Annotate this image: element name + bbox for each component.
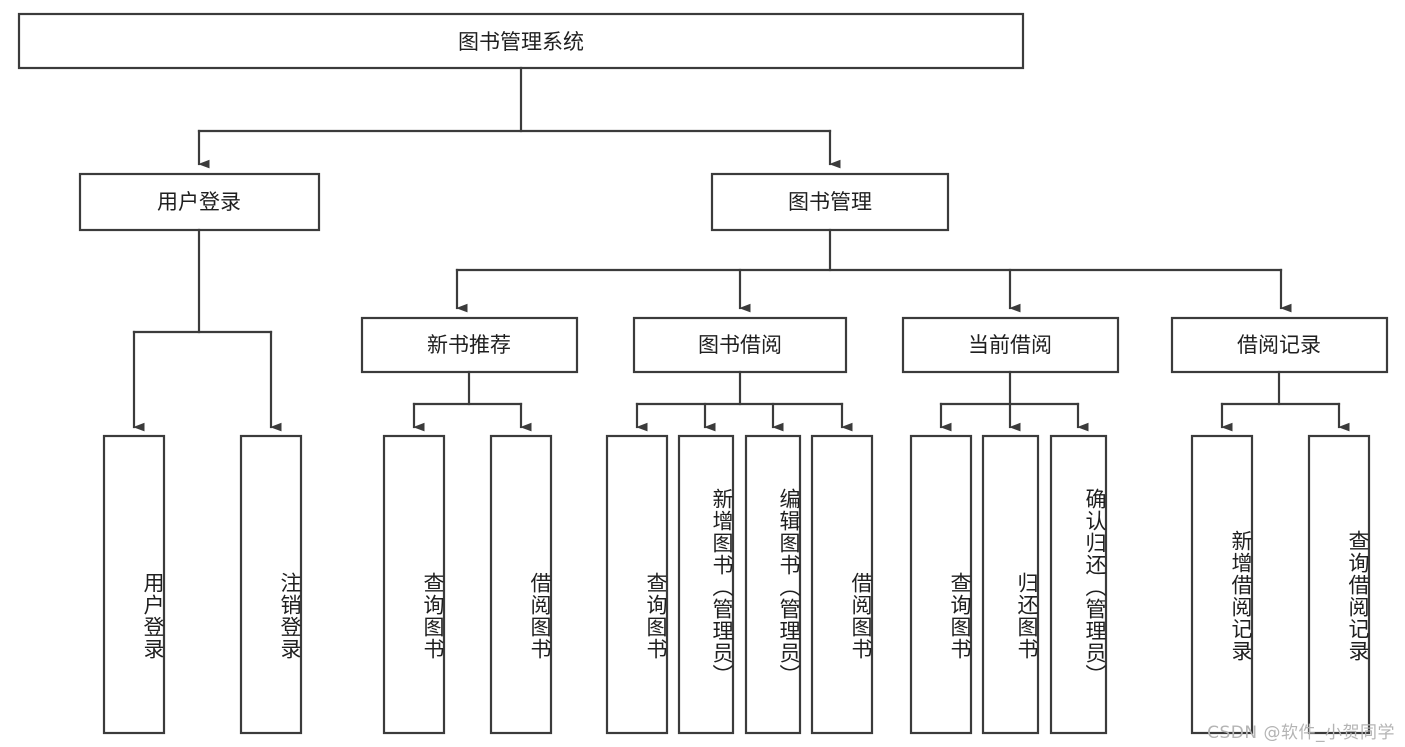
- node-book-management-box[interactable]: [710, 172, 950, 232]
- node-book-management-label: 图书管理: [788, 190, 872, 214]
- leaf-box-user-login[interactable]: [102, 434, 166, 735]
- node-current-borrow-label: 当前借阅: [968, 333, 1052, 357]
- node-borrow-record-label: 借阅记录: [1237, 333, 1321, 357]
- leaf-box-query-record[interactable]: [1307, 434, 1371, 735]
- node-root-box[interactable]: [17, 12, 1025, 70]
- leaf-box-return-book[interactable]: [981, 434, 1040, 735]
- leaf-box-borrow-book-1[interactable]: [489, 434, 553, 735]
- leaf-box-edit-book[interactable]: [744, 434, 802, 735]
- leaf-box-logout-login[interactable]: [239, 434, 303, 735]
- csdn-watermark: CSDN @软件_小贺同学: [1207, 723, 1395, 743]
- node-current-borrow-box[interactable]: [901, 316, 1120, 374]
- leaf-box-confirm-return[interactable]: [1049, 434, 1108, 735]
- node-borrow-record-box[interactable]: [1170, 316, 1389, 374]
- leaf-box-query-book-2[interactable]: [605, 434, 669, 735]
- node-book-borrow-box[interactable]: [632, 316, 848, 374]
- leaf-box-query-book-1[interactable]: [382, 434, 446, 735]
- leaf-box-query-book-3[interactable]: [909, 434, 973, 735]
- node-user-login-label: 用户登录: [157, 190, 241, 214]
- leaf-box-add-record[interactable]: [1190, 434, 1254, 735]
- leaf-box-borrow-book-2[interactable]: [810, 434, 874, 735]
- node-root-label: 图书管理系统: [458, 30, 584, 54]
- node-new-book-recommend-label: 新书推荐: [427, 333, 511, 357]
- node-new-book-recommend-box[interactable]: [360, 316, 579, 374]
- node-book-borrow-label: 图书借阅: [698, 333, 782, 357]
- leaf-box-add-book[interactable]: [677, 434, 735, 735]
